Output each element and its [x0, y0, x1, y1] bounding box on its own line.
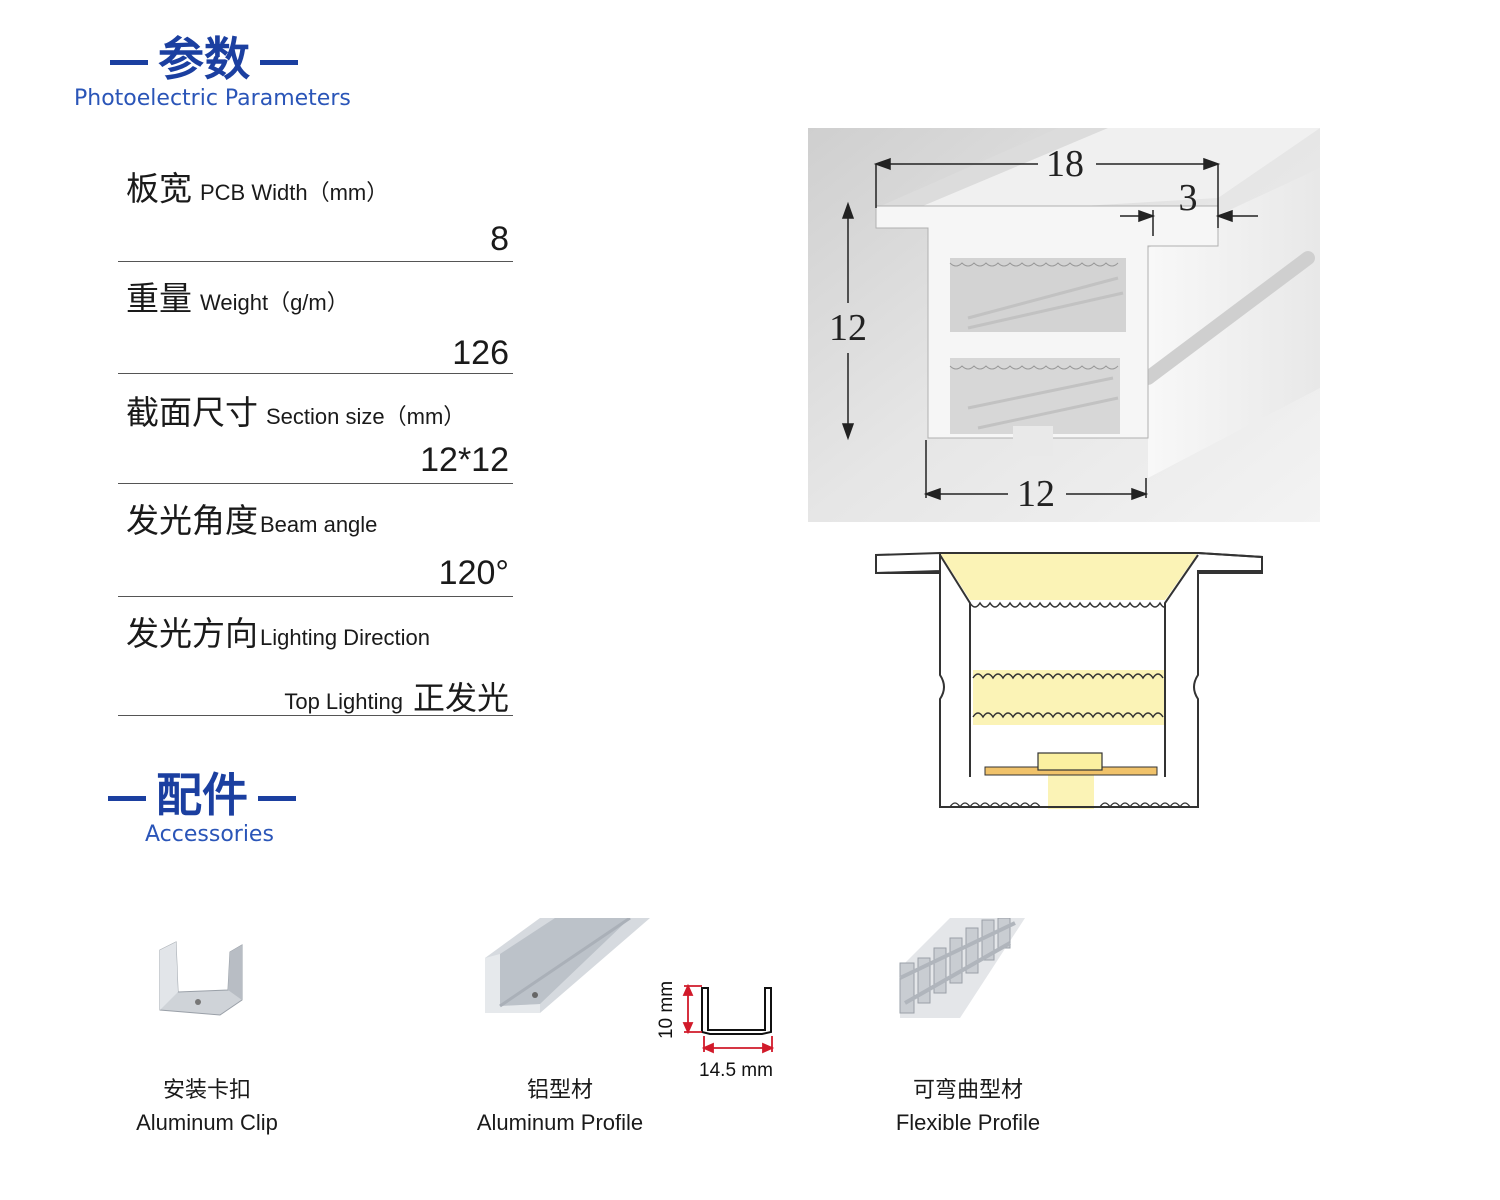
dim-top-width: 18 [1046, 143, 1084, 185]
title-dash-right [258, 796, 296, 801]
param-label-cn: 截面尺寸 [126, 393, 258, 432]
accessory-label-en: Aluminum Clip [136, 1110, 278, 1135]
param-weight: 重量 Weight（g/m） 126 [118, 272, 513, 376]
profile-width-label: 14.5 mm [699, 1060, 773, 1081]
title-dash-right [260, 60, 298, 65]
product-3d-render: 18 3 12 12 [808, 128, 1320, 522]
accessory-label-cn: 安装卡扣 [162, 1078, 251, 1103]
param-label-cn: 发光角度 [126, 501, 258, 540]
title-dash-left [108, 796, 146, 801]
param-beam-angle: 发光角度Beam angle 120° [118, 494, 513, 600]
param-label-cn: 板宽 [126, 169, 192, 208]
param-pcb-width: 板宽 PCB Width（mm） 8 [118, 162, 513, 264]
accessory-label-en: Flexible Profile [895, 1110, 1041, 1135]
accessories-section-title: 配件 [98, 772, 306, 818]
param-label-en: Lighting Direction [260, 625, 430, 650]
accessory-aluminum-clip: 安装卡扣 Aluminum Clip [87, 1072, 327, 1136]
divider [118, 483, 513, 484]
param-value-en: Top Lighting [284, 689, 403, 714]
param-value: 12*12 [420, 441, 509, 479]
param-lighting-direction: 发光方向Lighting Direction Top Lighting 正发光 [118, 607, 513, 719]
profile-height-label: 10 mm [656, 981, 677, 1039]
profile-dimension-drawing: 10 mm 14.5 mm [656, 981, 775, 1081]
param-value: 120° [438, 554, 509, 592]
param-label-en: Section size（mm） [266, 404, 466, 429]
param-label-en: PCB Width（mm） [200, 180, 389, 205]
param-section-size: 截面尺寸 Section size（mm） 12*12 [118, 386, 513, 486]
param-label-cn: 重量 [126, 279, 192, 318]
aluminum-profile-image [485, 918, 650, 1013]
cross-section-diagram [875, 551, 1263, 809]
flexible-profile-image [899, 918, 1025, 1018]
divider [118, 373, 513, 374]
params-section-title: 参数 [100, 36, 308, 82]
accessories-section-subtitle: Accessories [145, 822, 274, 847]
dim-bottom-width: 12 [1017, 473, 1055, 515]
param-value-cn: 正发光 [412, 679, 509, 717]
title-dash-left [110, 60, 148, 65]
dim-height: 12 [829, 307, 867, 349]
aluminum-clip-image [159, 941, 243, 1016]
divider [118, 715, 513, 716]
dim-flange: 3 [1179, 177, 1198, 219]
accessory-aluminum-profile: 铝型材 Aluminum Profile [440, 1072, 680, 1136]
param-label-en: Weight（g/m） [200, 290, 349, 315]
divider [118, 596, 513, 597]
param-label-en: Beam angle [260, 512, 378, 537]
accessories-title-text: 配件 [156, 768, 248, 822]
divider [118, 261, 513, 262]
accessory-label-en: Aluminum Profile [476, 1110, 644, 1135]
param-value: 126 [452, 334, 509, 372]
param-label-cn: 发光方向 [126, 614, 258, 653]
accessory-label-cn: 可弯曲型材 [912, 1078, 1023, 1103]
params-section-subtitle: Photoelectric Parameters [74, 86, 351, 111]
param-value: 8 [490, 220, 509, 258]
accessory-label-cn: 铝型材 [526, 1078, 593, 1103]
accessory-flexible-profile: 可弯曲型材 Flexible Profile [848, 1072, 1088, 1136]
params-title-text: 参数 [158, 32, 250, 86]
